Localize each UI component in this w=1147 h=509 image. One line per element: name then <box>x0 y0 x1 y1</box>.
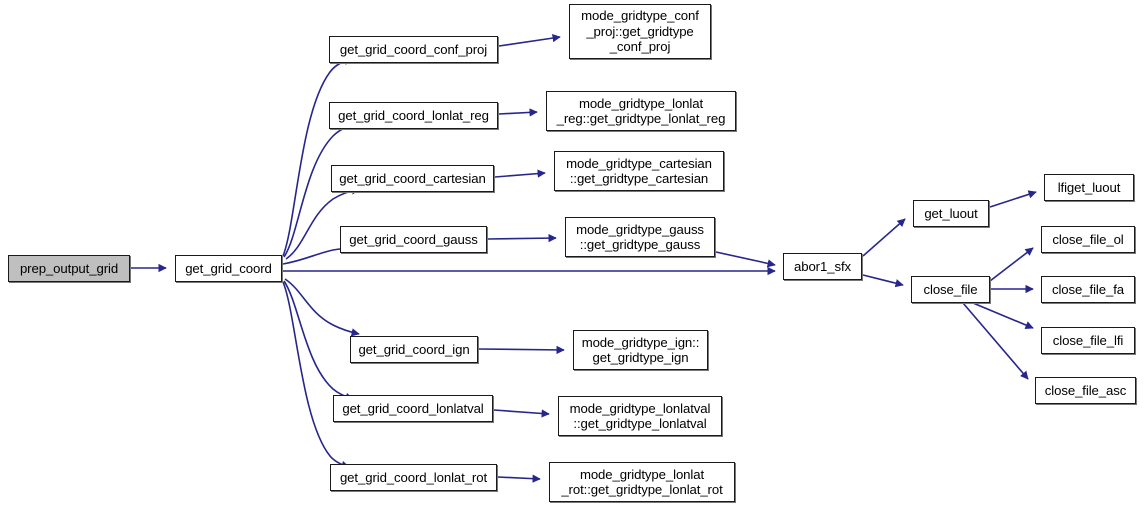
graph-node-get_luout[interactable]: get_luout <box>913 200 989 227</box>
graph-node-mode_gridtype_lonlat_rot[interactable]: mode_gridtype_lonlat _rot::get_gridtype_… <box>549 462 735 502</box>
edge-get_grid_coord_conf_proj-to-mode_gridtype_conf_proj <box>498 33 561 47</box>
graph-node-label: close_file_asc <box>1044 382 1127 398</box>
graph-node-label: mode_gridtype_lonlat _reg::get_gridtype_… <box>556 95 726 127</box>
edge-get_grid_coord-to-get_grid_coord_ign <box>284 278 360 337</box>
graph-node-label: mode_gridtype_ign:: get_gridtype_ign <box>581 334 700 366</box>
graph-node-mode_gridtype_gauss[interactable]: mode_gridtype_gauss ::get_gridtype_gauss <box>565 217 715 257</box>
edge-abor1_sfx-to-get_luout <box>862 218 906 257</box>
edge-get_grid_coord-to-get_grid_coord_lonlat_rot <box>282 281 350 469</box>
graph-node-label: mode_gridtype_lonlat _rot::get_gridtype_… <box>561 466 723 498</box>
graph-node-label: close_file_lfi <box>1052 332 1124 348</box>
graph-node-get_grid_coord_lonlatval[interactable]: get_grid_coord_lonlatval <box>333 395 493 422</box>
graph-node-close_file_lfi[interactable]: close_file_lfi <box>1041 327 1135 354</box>
graph-node-label: mode_gridtype_lonlatval ::get_gridtype_l… <box>569 400 711 432</box>
graph-node-close_file_ol[interactable]: close_file_ol <box>1041 226 1135 253</box>
edge-close_file-to-close_file_lfi <box>972 302 1034 329</box>
graph-node-label: lfiget_luout <box>1057 179 1121 195</box>
graph-node-label: mode_gridtype_cartesian ::get_gridtype_c… <box>566 155 712 187</box>
edge-get_grid_coord_lonlatval-to-mode_gridtype_lonlatval <box>493 409 550 418</box>
edge-close_file-to-close_file_ol <box>989 247 1034 282</box>
edge-get_grid_coord_lonlat_reg-to-mode_gridtype_lonlat_reg <box>498 108 538 117</box>
graph-node-close_file_asc[interactable]: close_file_asc <box>1035 377 1136 404</box>
graph-node-close_file[interactable]: close_file <box>911 276 990 303</box>
graph-node-label: get_grid_coord_cartesian <box>339 170 486 186</box>
graph-node-label: get_grid_coord_lonlat_reg <box>338 107 489 123</box>
edge-get_luout-to-lfiget_luout <box>989 190 1037 208</box>
graph-node-label: mode_gridtype_gauss ::get_gridtype_gauss <box>576 221 704 253</box>
graph-node-label: get_grid_coord_lonlat_rot <box>339 469 488 485</box>
graph-node-label: close_file <box>923 281 978 297</box>
graph-node-mode_gridtype_lonlatval[interactable]: mode_gridtype_lonlatval ::get_gridtype_l… <box>558 396 722 436</box>
graph-node-get_grid_coord_gauss[interactable]: get_grid_coord_gauss <box>340 226 487 253</box>
graph-node-abor1_sfx[interactable]: abor1_sfx <box>783 253 862 280</box>
graph-node-get_grid_coord_lonlat_rot[interactable]: get_grid_coord_lonlat_rot <box>330 464 497 491</box>
graph-node-label: mode_gridtype_conf _proj::get_gridtype _… <box>581 8 699 55</box>
graph-node-mode_gridtype_ign[interactable]: mode_gridtype_ign:: get_gridtype_ign <box>573 330 708 370</box>
graph-node-label: get_grid_coord <box>185 260 272 276</box>
graph-node-label: get_grid_coord_conf_proj <box>339 41 488 57</box>
graph-node-get_grid_coord_lonlat_reg[interactable]: get_grid_coord_lonlat_reg <box>329 102 498 129</box>
edge-get_grid_coord_gauss-to-mode_gridtype_gauss <box>487 233 557 243</box>
graph-node-label: get_grid_coord_ign <box>358 341 470 357</box>
graph-node-mode_gridtype_lonlat_reg[interactable]: mode_gridtype_lonlat _reg::get_gridtype_… <box>546 91 736 131</box>
graph-node-get_grid_coord_ign[interactable]: get_grid_coord_ign <box>350 336 478 363</box>
edge-get_grid_coord_ign-to-mode_gridtype_ign <box>478 345 565 355</box>
graph-node-mode_gridtype_cartesian[interactable]: mode_gridtype_cartesian ::get_gridtype_c… <box>554 151 724 191</box>
graph-node-close_file_fa[interactable]: close_file_fa <box>1041 276 1135 303</box>
graph-node-get_grid_coord_cartesian[interactable]: get_grid_coord_cartesian <box>331 165 494 192</box>
graph-node-label: get_grid_coord_gauss <box>349 231 478 247</box>
edge-close_file-to-close_file_asc <box>962 302 1029 380</box>
graph-node-label: abor1_sfx <box>793 258 851 274</box>
edge-mode_gridtype_gauss-to-abor1_sfx <box>715 251 776 268</box>
edge-get_grid_coord_lonlat_rot-to-mode_gridtype_lonlat_rot <box>497 474 541 483</box>
graph-node-label: get_luout <box>924 205 978 221</box>
edge-abor1_sfx-to-close_file <box>862 274 904 288</box>
edge-get_grid_coord-to-get_grid_coord_lonlatval <box>283 280 354 401</box>
graph-node-label: close_file_fa <box>1051 281 1124 297</box>
graph-node-mode_gridtype_conf_proj[interactable]: mode_gridtype_conf _proj::get_gridtype _… <box>569 4 711 59</box>
graph-node-label: get_grid_coord_lonlatval <box>342 400 484 416</box>
graph-node-lfiget_luout[interactable]: lfiget_luout <box>1044 174 1134 201</box>
edge-get_grid_coord_cartesian-to-mode_gridtype_cartesian <box>494 169 546 178</box>
graph-node-label: close_file_ol <box>1052 231 1124 247</box>
graph-node-get_grid_coord_conf_proj[interactable]: get_grid_coord_conf_proj <box>329 36 498 63</box>
graph-node-prep_output_grid[interactable]: prep_output_grid <box>8 255 130 282</box>
graph-node-label: prep_output_grid <box>19 260 119 276</box>
graph-node-get_grid_coord[interactable]: get_grid_coord <box>175 255 282 282</box>
